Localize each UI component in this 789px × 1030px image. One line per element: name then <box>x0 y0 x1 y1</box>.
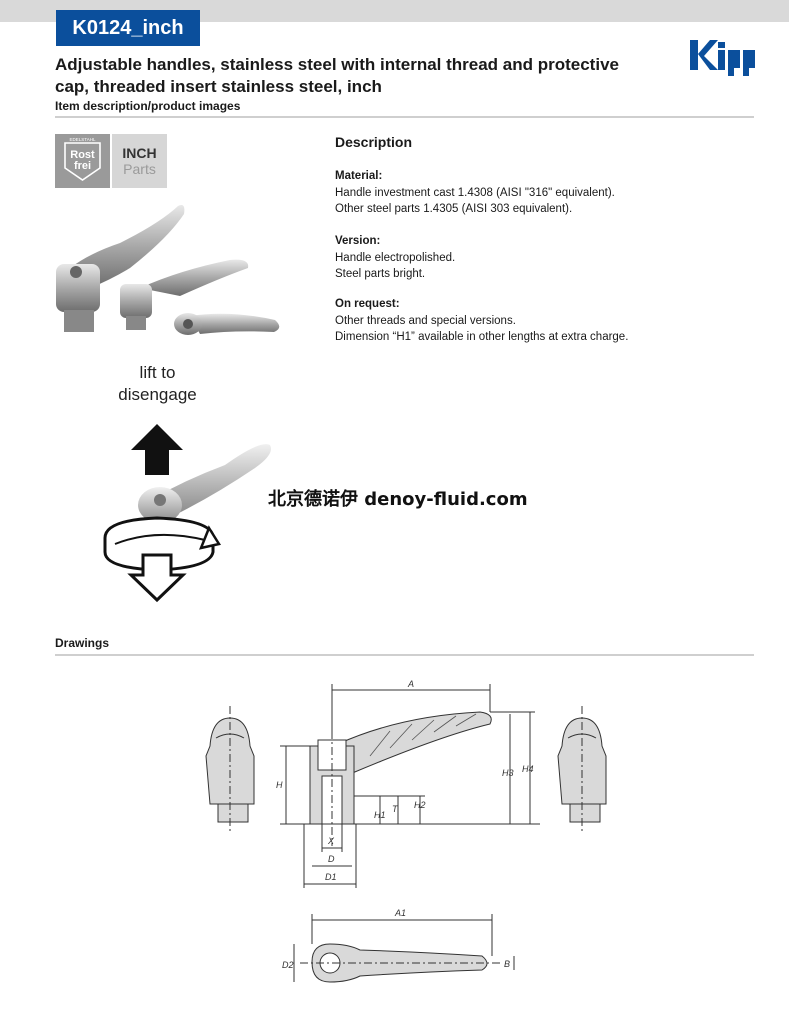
title-line-2: cap, threaded insert stainless steel, in… <box>55 77 382 96</box>
lift-line-1: lift to <box>139 363 176 382</box>
svg-text:H1: H1 <box>374 810 386 820</box>
section-heading-drawings: Drawings <box>55 636 110 650</box>
inch-parts-badge: INCH Parts <box>112 134 167 188</box>
svg-text:Parts: Parts <box>123 161 156 177</box>
lift-instruction: lift to disengage <box>100 362 215 406</box>
svg-text:D2: D2 <box>282 960 294 970</box>
on-request-line: Dimension “H1” available in other length… <box>335 331 629 343</box>
on-request-block: On request: Other threads and special ve… <box>335 296 628 346</box>
title-line-1: Adjustable handles, stainless steel with… <box>55 55 619 74</box>
svg-text:B: B <box>504 959 510 969</box>
arrow-up-icon <box>131 424 183 475</box>
svg-text:X: X <box>327 836 335 846</box>
svg-text:A: A <box>407 679 414 689</box>
product-code: K0124_inch <box>56 10 200 46</box>
svg-text:D: D <box>328 854 335 864</box>
watermark-text: 北京德诺伊 denoy-fluid.com <box>268 489 528 510</box>
material-heading: Material: <box>335 170 383 182</box>
version-block: Version: Handle electropolished. Steel p… <box>335 233 455 283</box>
page-title: Adjustable handles, stainless steel with… <box>55 54 655 98</box>
svg-text:H2: H2 <box>414 800 426 810</box>
kipp-logo <box>690 40 755 76</box>
svg-text:H: H <box>276 780 283 790</box>
svg-text:frei: frei <box>74 160 91 172</box>
version-line: Steel parts bright. <box>335 268 426 280</box>
material-line: Handle investment cast 1.4308 (AISI "316… <box>335 186 615 199</box>
svg-text:D1: D1 <box>325 872 337 882</box>
svg-text:A1: A1 <box>394 908 406 918</box>
svg-text:INCH: INCH <box>122 145 156 161</box>
arrow-down-icon <box>127 553 187 603</box>
svg-text:T: T <box>392 804 399 814</box>
divider <box>55 654 754 656</box>
divider <box>55 116 754 118</box>
material-line: Other steel parts 1.4305 (AISI 303 equiv… <box>335 203 573 215</box>
on-request-heading: On request: <box>335 298 400 310</box>
version-heading: Version: <box>335 235 381 247</box>
section-heading-description: Item description/product images <box>55 99 241 113</box>
svg-text:Rost: Rost <box>70 149 95 161</box>
product-images <box>56 205 280 335</box>
svg-text:H3: H3 <box>502 768 514 778</box>
rostfrei-badge: EDELSTAHL Rost frei <box>55 134 110 188</box>
on-request-line: Other threads and special versions. <box>335 314 516 327</box>
material-block: Material: Handle investment cast 1.4308 … <box>335 168 615 218</box>
description-title: Description <box>335 134 413 150</box>
svg-text:H4: H4 <box>522 764 534 774</box>
svg-text:EDELSTAHL: EDELSTAHL <box>70 137 96 142</box>
technical-drawing: A H H1 T H2 H3 H4 X D D1 A1 D2 B <box>205 679 607 983</box>
version-line: Handle electropolished. <box>335 251 456 264</box>
adjust-illustration <box>103 424 271 603</box>
lift-line-2: disengage <box>118 385 197 404</box>
